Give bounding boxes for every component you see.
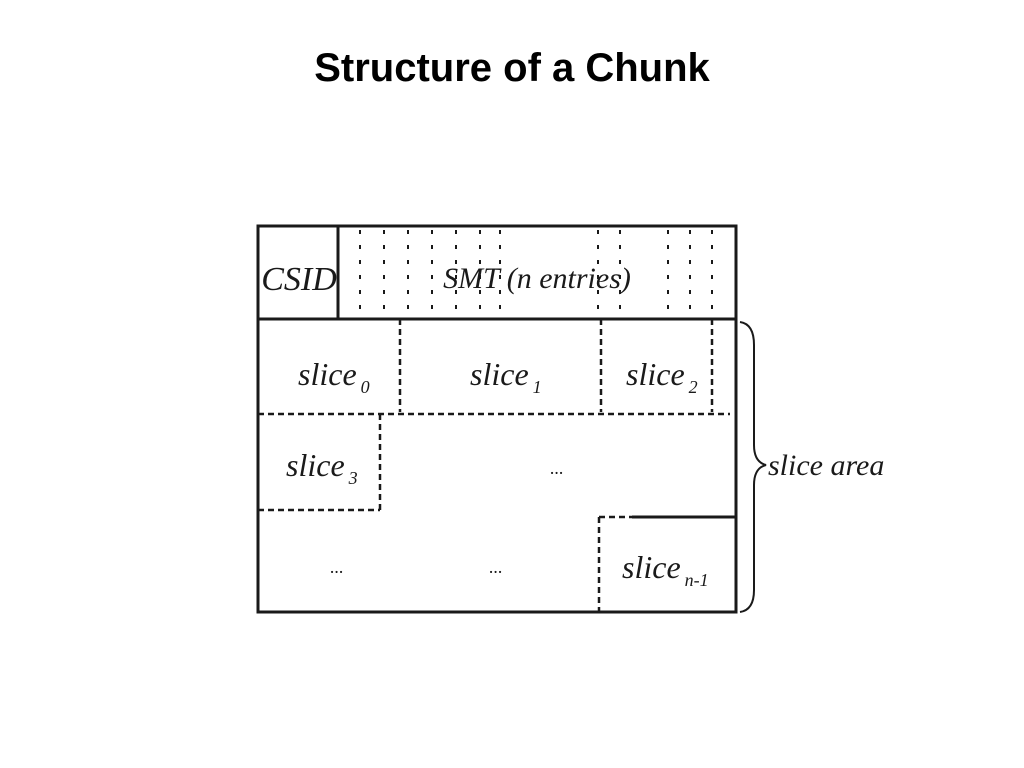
slice-area-brace bbox=[739, 321, 767, 613]
chunk-outline bbox=[256, 224, 738, 614]
slice-boundaries bbox=[258, 319, 730, 612]
csid-label: CSID bbox=[261, 261, 337, 298]
ellipsis-bottom-center: ... bbox=[489, 557, 503, 577]
slice-area-label: slice area bbox=[768, 449, 884, 482]
ellipsis-middle: ... bbox=[550, 458, 564, 478]
ellipsis-bottom-left: ... bbox=[330, 557, 344, 577]
smt-label: SMT (n entries) bbox=[443, 262, 631, 295]
slide-title: Structure of a Chunk bbox=[314, 46, 710, 90]
